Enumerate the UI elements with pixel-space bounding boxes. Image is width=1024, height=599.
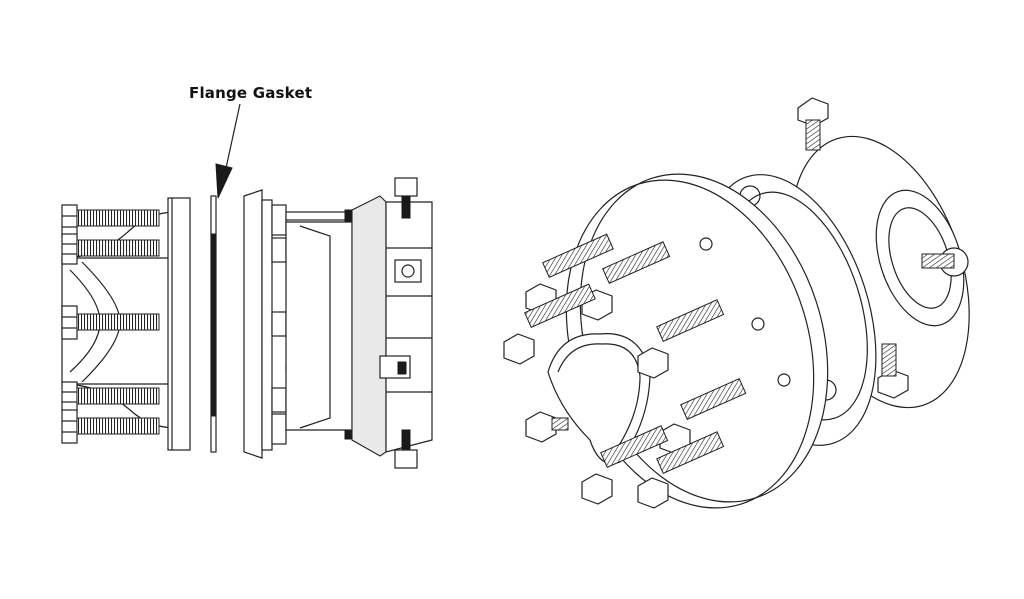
flange-gasket [210, 195, 217, 453]
coupling-body [285, 177, 433, 469]
side-view-assembly [61, 177, 433, 469]
flange-gasket-leader [215, 103, 241, 199]
isometric-view-assembly [503, 97, 970, 509]
mating-flange [243, 189, 287, 459]
flange-gasket-label: Flange Gasket [189, 84, 313, 102]
iso-front-bolts [503, 233, 747, 509]
flange-plate [167, 197, 191, 451]
bolt-row-left [61, 204, 160, 444]
